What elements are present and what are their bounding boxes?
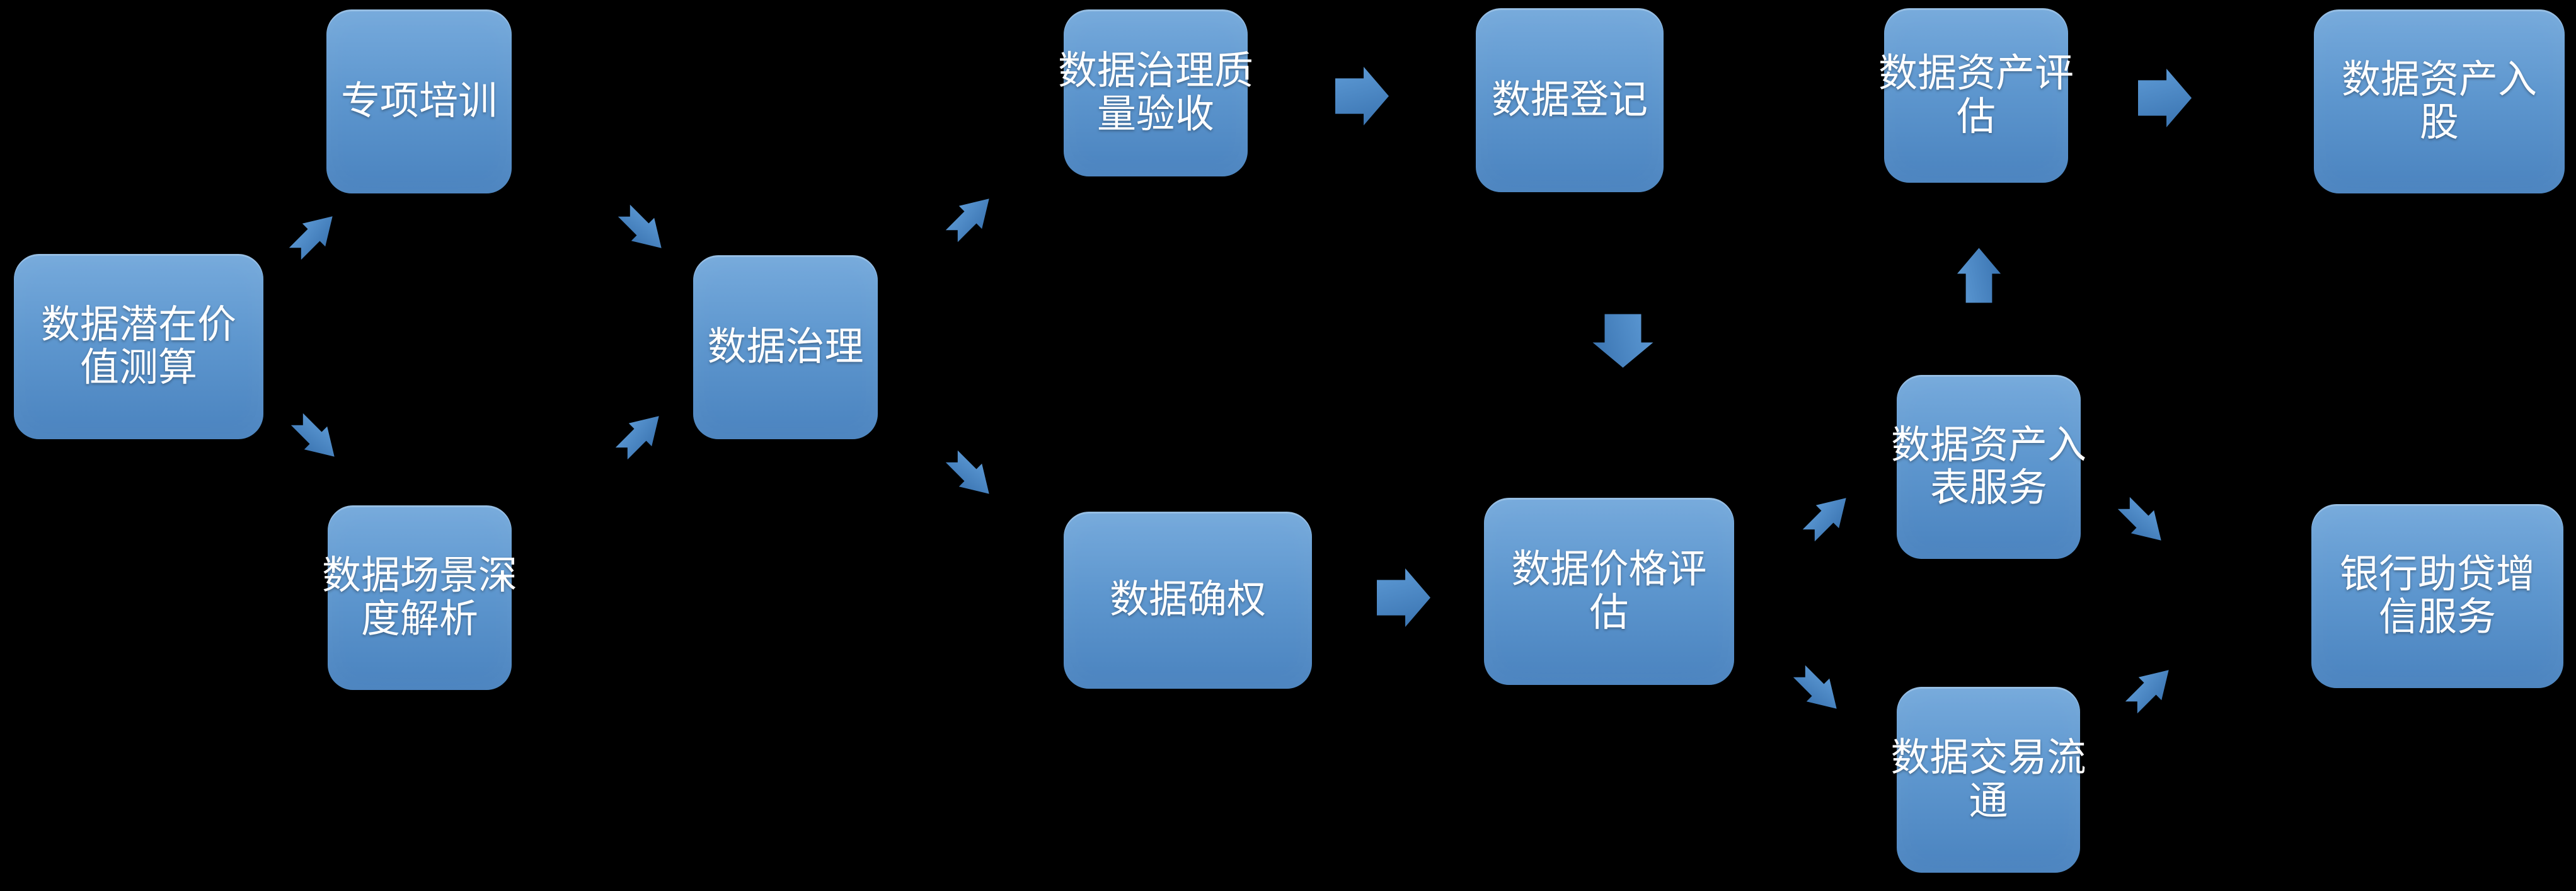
node-label: 估 (1589, 590, 1629, 635)
node-dengji: 数据登记 (1476, 8, 1664, 192)
arrow-jiage-jiaoyi (1787, 659, 1849, 721)
arrow-zhili-quequan (940, 444, 1002, 507)
node-label: 数据治理质 (1058, 49, 1254, 93)
arrow-pinggu-rugu (2137, 67, 2192, 129)
down-right-arrow-icon (618, 204, 662, 248)
node-label: 量验收 (1096, 92, 1214, 136)
node-peixun: 专项培训 (326, 9, 512, 193)
node-zhili: 数据治理 (693, 255, 878, 439)
down-arrow-icon (1592, 314, 1653, 368)
down-right-arrow-icon (2117, 497, 2161, 541)
arrow-jiage-rubiao (1797, 486, 1859, 548)
up-right-arrow-icon (2125, 670, 2169, 714)
node-changjing: 数据场景深度解析 (322, 505, 517, 690)
up-right-arrow-icon (945, 198, 989, 243)
down-right-arrow-icon (290, 413, 335, 457)
node-label: 信服务 (2378, 595, 2496, 639)
node-label: 银行助贷增 (2339, 552, 2535, 596)
arrow-rubiao-pinggu (1956, 248, 2001, 303)
node-label: 度解析 (360, 597, 478, 641)
right-arrow-icon (1376, 568, 1430, 627)
node-label: 数据登记 (1491, 78, 1648, 122)
right-arrow-icon (1335, 66, 1389, 125)
arrow-dengji-jiage (1591, 314, 1654, 368)
node-label: 数据资产评 (1878, 52, 2074, 96)
node-label: 表服务 (1929, 466, 2047, 510)
arrow-changjing-zhili (609, 404, 672, 466)
node-label: 数据场景深 (322, 554, 518, 598)
node-quequan: 数据确权 (1064, 512, 1312, 689)
node-label: 专项培训 (340, 79, 497, 123)
down-right-arrow-icon (945, 450, 989, 494)
arrow-zhili-yanshou (940, 187, 1002, 249)
up-arrow-icon (1957, 248, 2001, 303)
down-right-arrow-icon (1793, 665, 1837, 709)
node-yinhang: 银行助贷增信服务 (2311, 504, 2563, 688)
right-arrow-icon (2137, 68, 2192, 127)
arrow-jiaoyi-yinhang (2119, 658, 2182, 720)
node-label: 数据资产入 (1891, 423, 2087, 467)
node-qianzai: 数据潜在价值测算 (14, 254, 263, 439)
node-label: 股 (2419, 101, 2459, 144)
up-right-arrow-icon (1802, 498, 1846, 542)
node-label: 值测算 (79, 346, 197, 389)
up-right-arrow-icon (615, 416, 659, 460)
node-pinggu: 数据资产评估 (1878, 8, 2074, 183)
node-label: 估 (1956, 95, 1996, 139)
node-jiaoyi: 数据交易流通 (1891, 687, 2086, 873)
node-label: 数据交易流 (1890, 736, 2086, 780)
arrow-rubiao-yinhang (2112, 491, 2174, 553)
up-right-arrow-icon (289, 216, 333, 260)
node-rubiao: 数据资产入表服务 (1891, 375, 2086, 559)
node-label: 数据确权 (1109, 578, 1266, 622)
arrow-yanshou-dengji (1335, 66, 1389, 127)
node-jiage: 数据价格评估 (1484, 498, 1734, 685)
node-label: 数据治理 (707, 325, 864, 369)
arrow-quequan-jiage (1376, 567, 1430, 628)
arrow-peixun-zhili (612, 198, 674, 261)
node-label: 数据潜在价 (40, 302, 236, 347)
node-label: 数据价格评 (1511, 548, 1707, 592)
node-label: 通 (1969, 779, 2008, 823)
node-rugu: 数据资产入股 (2314, 9, 2565, 193)
node-label: 数据资产入 (2341, 57, 2537, 101)
arrow-qianzai-changjing (285, 407, 347, 469)
arrow-qianzai-peixun (283, 204, 345, 267)
node-yanshou: 数据治理质量验收 (1058, 9, 1253, 176)
